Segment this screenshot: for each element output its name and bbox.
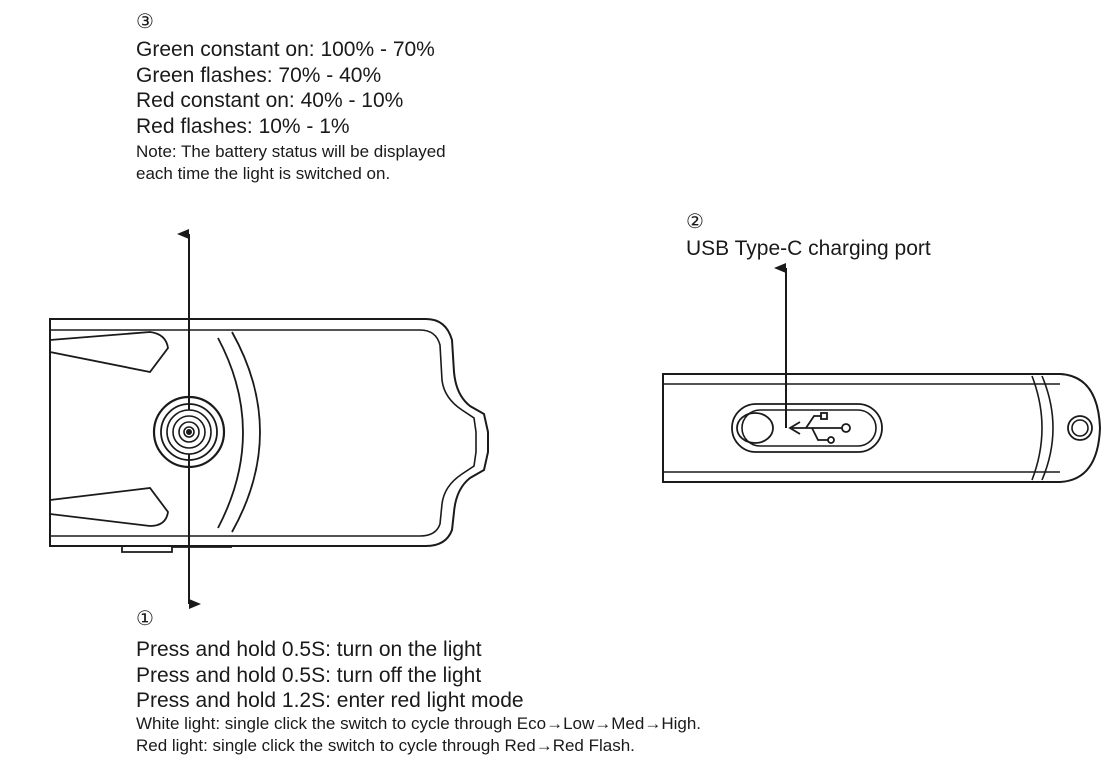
mode-instruction-line: White light: single click the switch to … bbox=[136, 714, 702, 733]
battery-note-line: Note: The battery status will be display… bbox=[136, 142, 446, 161]
switch-instruction-line: Press and hold 0.5S: turn off the light bbox=[136, 663, 482, 687]
usb-icon bbox=[788, 412, 851, 444]
switch-instruction-line: Press and hold 0.5S: turn on the light bbox=[136, 638, 482, 661]
callout-arrows bbox=[177, 229, 787, 609]
usb-port-label: USB Type-C charging port bbox=[686, 237, 931, 260]
light-side-view bbox=[662, 373, 1102, 483]
callout-2-marker: ② bbox=[686, 211, 704, 233]
callout-3-marker: ③ bbox=[136, 11, 154, 33]
switch-instructions: Press and hold 0.5S: turn on the light P… bbox=[136, 637, 524, 714]
switch-instruction-line: Press and hold 1.2S: enter red light mod… bbox=[136, 689, 524, 712]
battery-status-line: Green flashes: 70% - 40% bbox=[136, 63, 382, 87]
battery-status-list: Green constant on: 100% - 70% Green flas… bbox=[136, 37, 435, 139]
callout-1-marker: ① bbox=[136, 608, 154, 630]
battery-note-line: each time the light is switched on. bbox=[136, 163, 391, 183]
battery-status-line: Green constant on: 100% - 70% bbox=[136, 38, 435, 61]
light-top-view bbox=[49, 318, 489, 553]
mode-instructions: White light: single click the switch to … bbox=[136, 713, 701, 756]
battery-status-line: Red constant on: 40% - 10% bbox=[136, 89, 404, 112]
battery-status-line: Red flashes: 10% - 1% bbox=[136, 114, 350, 138]
mode-instruction-line: Red light: single click the switch to cy… bbox=[136, 735, 635, 755]
battery-note: Note: The battery status will be display… bbox=[136, 141, 446, 184]
